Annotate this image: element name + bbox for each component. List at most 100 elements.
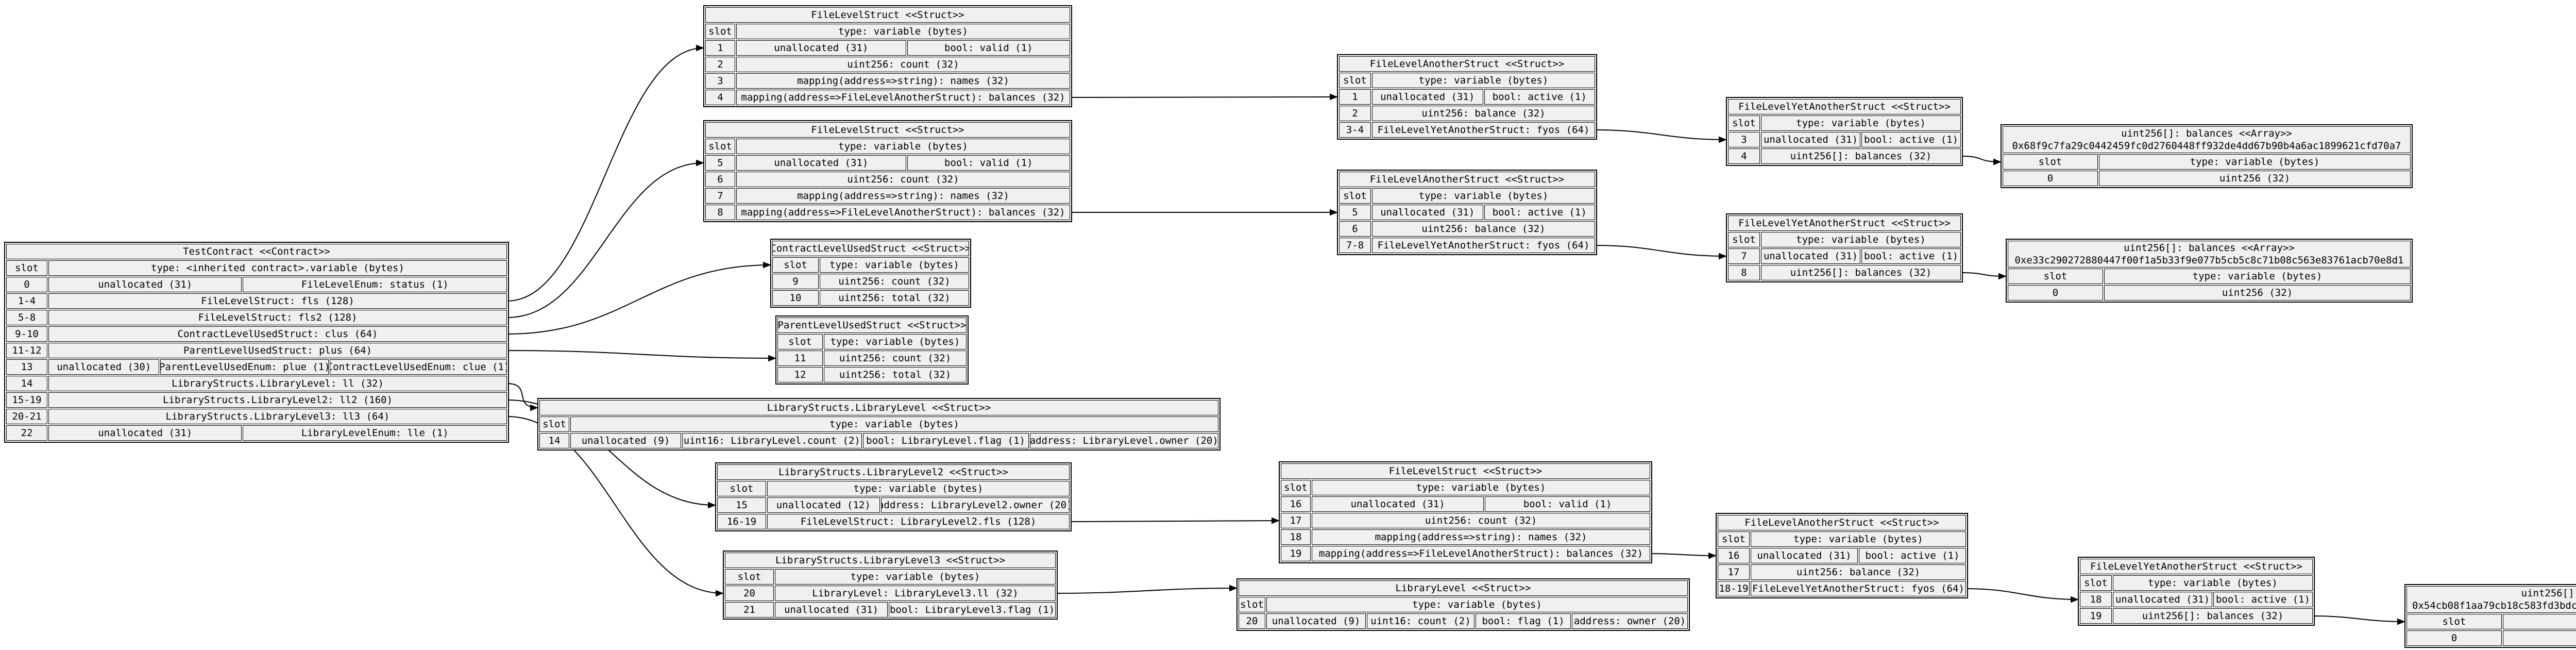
slot-header-cell: slot — [1281, 480, 1311, 495]
slot-number-cell: 21 — [725, 602, 774, 618]
type-header-cell: type: variable (bytes) — [775, 569, 1056, 585]
edge-flyas3-to-arr3 — [2312, 615, 2405, 625]
slot-number-cell: 18 — [1281, 529, 1311, 545]
slot-header-cell: slot — [1239, 597, 1265, 612]
variable-cell: bool: active (1) — [2213, 592, 2313, 607]
variable-cell: ContractLevelUsedEnum: clue (1) — [330, 359, 507, 375]
table-title-text: LibraryStructs.LibraryLevel3 <<Struct>> — [775, 555, 1006, 566]
variable-cell: unallocated (9) — [570, 433, 681, 448]
storage-table-ll2: LibraryStructs.LibraryLevel2 <<Struct>>s… — [715, 462, 1072, 531]
slot-number-cell: 5 — [1339, 205, 1371, 220]
type-header-cell: type: variable (bytes) — [1372, 188, 1595, 204]
slot-number-cell: 16 — [1281, 496, 1311, 512]
variable-cell: FileLevelYetAnotherStruct: fyos (64) — [1372, 238, 1595, 253]
slot-header-cell: slot — [725, 569, 774, 585]
slot-number-cell: 5-8 — [6, 310, 47, 325]
table-title-text: FileLevelAnotherStruct <<Struct>> — [1369, 58, 1565, 70]
storage-table-flyas1: FileLevelYetAnotherStruct <<Struct>>slot… — [1726, 97, 1963, 166]
table-title-text: uint256[]: balances <<Array>> — [2121, 128, 2292, 139]
variable-cell: uint256: count (32) — [736, 57, 1070, 72]
variable-cell: ParentLevelUsedStruct: plus (64) — [48, 343, 507, 358]
table-title-text: FileLevelAnotherStruct <<Struct>> — [1744, 517, 1939, 528]
storage-table-arr1: uint256[]: balances <<Array>>0x68f9c7fa2… — [2001, 124, 2413, 188]
slot-number-cell: 12 — [777, 367, 823, 382]
slot-number-cell: 2 — [705, 57, 735, 72]
type-header-cell: type: variable (bytes) — [767, 481, 1070, 496]
variable-cell: uint256: balance (32) — [1751, 564, 1966, 580]
slot-number-cell: 17 — [1281, 513, 1311, 528]
storage-table-arr3: uint256[]: balances <<Array>>0x54cb08f1a… — [2404, 584, 2576, 648]
slot-number-cell: 13 — [6, 359, 47, 375]
table-title: FileLevelStruct <<Struct>> — [705, 7, 1070, 23]
type-header-cell: type: variable (bytes) — [1751, 531, 1966, 547]
slot-header-cell: slot — [2008, 269, 2103, 284]
storage-table-ll: LibraryStructs.LibraryLevel <<Struct>>sl… — [537, 398, 1221, 451]
table-title-text: FileLevelYetAnotherStruct <<Struct>> — [1738, 101, 1951, 112]
slot-number-cell: 0 — [6, 277, 47, 292]
variable-cell: uint256: total (32) — [820, 290, 969, 306]
storage-table-flyas2: FileLevelYetAnotherStruct <<Struct>>slot… — [1726, 213, 1963, 282]
variable-cell: LibraryLevelEnum: lle (1) — [243, 425, 507, 441]
variable-cell: LibraryStructs.LibraryLevel2: ll2 (160) — [48, 392, 507, 408]
variable-cell: bool: active (1) — [1484, 89, 1595, 105]
type-header-cell: type: variable (bytes) — [2113, 575, 2313, 591]
table-title-text: LibraryStructs.LibraryLevel <<Struct>> — [767, 402, 991, 413]
slot-number-cell: 7 — [1728, 248, 1760, 264]
variable-cell: uint256: count (32) — [1312, 513, 1650, 528]
variable-cell: bool: active (1) — [1859, 548, 1966, 563]
table-title: LibraryLevel <<Struct>> — [1239, 580, 1688, 596]
slot-number-cell: 3 — [1728, 132, 1760, 147]
variable-cell: mapping(address=>FileLevelAnotherStruct)… — [1312, 546, 1650, 561]
slot-number-cell: 16 — [1718, 548, 1750, 563]
type-header-cell: type: variable (bytes) — [1312, 480, 1650, 495]
variable-cell: unallocated (31) — [1372, 205, 1483, 220]
variable-cell: FileLevelStruct: LibraryLevel2.fls (128) — [767, 514, 1070, 529]
table-title: FileLevelYetAnotherStruct <<Struct>> — [1728, 99, 1961, 114]
variable-cell: bool: valid (1) — [1485, 496, 1650, 512]
table-title-text: FileLevelYetAnotherStruct <<Struct>> — [2090, 561, 2302, 572]
type-header-cell: type: variable (bytes) — [736, 139, 1070, 154]
table-title: uint256[]: balances <<Array>>0x68f9c7fa2… — [2003, 126, 2411, 153]
edge-ll3-to-llb — [1055, 585, 1238, 594]
variable-cell: uint256[]: balances (32) — [1761, 265, 1961, 280]
type-header-cell: type: variable (bytes) — [570, 416, 1218, 432]
slot-number-cell: 22 — [6, 425, 47, 441]
slot-number-cell: 7 — [705, 188, 735, 204]
slot-number-cell: 6 — [1339, 221, 1371, 237]
table-title-text: uint256[]: balances <<Array>> — [2124, 242, 2295, 254]
variable-cell: ParentLevelUsedEnum: plue (1) — [160, 359, 329, 375]
type-header-cell: type: <inherited contract>.variable (byt… — [48, 260, 507, 276]
variable-cell: bool: valid (1) — [907, 40, 1070, 56]
variable-cell: uint256 (32) — [2503, 630, 2576, 646]
slot-number-cell: 9 — [772, 274, 819, 289]
slot-number-cell: 6 — [705, 172, 735, 187]
edge-TestContract-to-fls1 — [506, 44, 704, 302]
table-title: FileLevelYetAnotherStruct <<Struct>> — [2080, 559, 2313, 574]
variable-cell: address: LibraryLevel.owner (20) — [1029, 433, 1218, 448]
slot-number-cell: 2 — [1339, 106, 1371, 121]
table-title-text: LibraryStructs.LibraryLevel2 <<Struct>> — [778, 466, 1009, 478]
